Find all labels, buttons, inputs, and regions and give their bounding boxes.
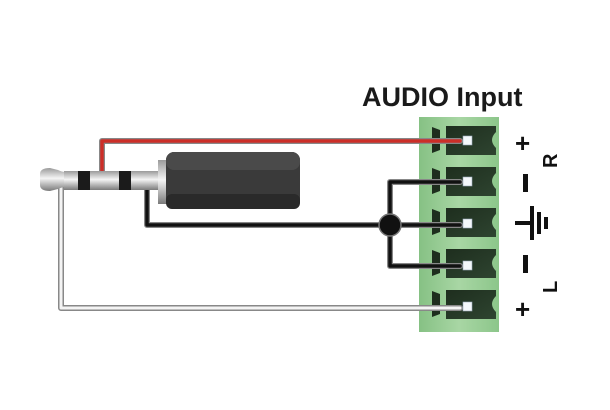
junction-dot	[378, 213, 402, 237]
jack-tip	[40, 168, 66, 191]
wires	[58, 138, 463, 311]
label-channel-right: R	[540, 153, 562, 168]
label-channel-left: L	[540, 281, 562, 293]
label-minus-right	[523, 174, 528, 192]
diagram-title: AUDIO Input	[362, 82, 523, 112]
label-plus-right: +	[515, 128, 530, 158]
ground-icon	[515, 206, 548, 240]
label-plus-left: +	[515, 294, 530, 324]
label-minus-left	[523, 255, 528, 273]
pin-contacts	[462, 135, 473, 312]
jack-insulator-ring-1	[78, 171, 90, 190]
jack-insulator-ring-2	[119, 171, 131, 190]
pin-labels: + R L +	[515, 128, 562, 324]
audio-jack-plug	[40, 152, 300, 209]
